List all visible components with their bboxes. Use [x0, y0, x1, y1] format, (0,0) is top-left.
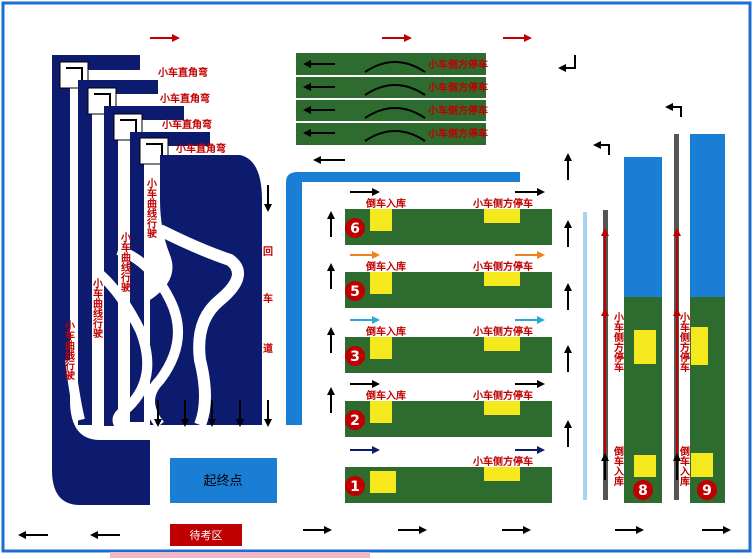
reverse-parking-marker [370, 209, 392, 231]
reverse-parking-marker [370, 337, 392, 359]
side-parking-label: 小车侧方停车 [472, 197, 533, 210]
curve-label-1: 小车曲线行驶 [63, 319, 76, 381]
side-parking-label: 小车侧方停车 [472, 260, 533, 273]
slot-number: 5 [350, 284, 360, 300]
right-angle-label-4: 小车直角弯 [175, 142, 226, 155]
start-end-box [170, 458, 277, 503]
parking-slot-3: 3 倒车入库 小车侧方停车 [345, 316, 552, 373]
bottom-arrows [18, 526, 731, 539]
return-lane-dao: 道 [263, 342, 273, 355]
side-parking-label: 小车侧方停车 [472, 325, 533, 338]
top-lane-label-2: 小车侧方停车 [427, 81, 488, 94]
top-lane-label-4: 小车侧方停车 [427, 127, 488, 140]
corner-arrow-right-2 [665, 103, 682, 117]
return-lane-che: 车 [263, 292, 273, 305]
parking-slot-5: 5 倒车入库 小车侧方停车 [345, 251, 552, 308]
lane-number-9: 9 [702, 483, 712, 499]
right-angle-label-1: 小车直角弯 [157, 66, 208, 79]
slot-number: 2 [350, 413, 360, 429]
right-angle-label-2: 小车直角弯 [159, 92, 210, 105]
return-lane-hui: 回 [263, 246, 273, 258]
side-parking-marker [484, 272, 520, 286]
slot-number: 1 [350, 479, 360, 495]
curve-label-2: 小车曲线行驶 [91, 277, 104, 339]
right-angle-label-3: 小车直角弯 [161, 118, 212, 131]
curve-label-4: 小车曲线行驶 [145, 177, 158, 239]
parking-slot-2: 2 倒车入库 小车侧方停车 [345, 380, 552, 437]
side-parking-marker [484, 401, 520, 415]
waiting-area-box [170, 524, 242, 546]
curve-label-3: 小车曲线行驶 [119, 231, 132, 293]
slot-number: 3 [350, 349, 360, 365]
reverse-parking-marker [370, 401, 392, 423]
side-parking-marker [484, 337, 520, 351]
down-arrows [154, 185, 272, 427]
reverse-parking-marker [370, 471, 396, 493]
lane8-reverse-parking-label: 倒车入库 [612, 445, 625, 487]
bottom-strip [110, 552, 370, 558]
corner-arrow-top [558, 55, 576, 72]
top-lane-label-3: 小车侧方停车 [427, 104, 488, 117]
reverse-parking-marker [370, 272, 392, 294]
reverse-parking-label: 倒车入库 [365, 260, 406, 273]
side-parking-marker [484, 209, 520, 223]
side-parking-label: 小车侧方停车 [472, 389, 533, 402]
waiting-area-label: 待考区 [190, 528, 223, 542]
parking-slots: 6倒车入库小车侧方停车5倒车入库小车侧方停车3倒车入库小车侧方停车2倒车入库小车… [345, 188, 552, 503]
lane9-reverse-parking-label: 倒车入库 [678, 445, 691, 487]
curve-driving-area [52, 55, 262, 505]
vertical-lane-8 [601, 157, 662, 503]
slot-number: 6 [350, 221, 360, 237]
side-parking-label: 小车侧方停车 [472, 455, 533, 468]
top-lane-label-1: 小车侧方停车 [427, 58, 488, 71]
lane9-side-parking-label: 小车侧方停车 [678, 311, 691, 373]
lane-number-8: 8 [638, 483, 648, 499]
reverse-parking-label: 倒车入库 [365, 389, 406, 402]
vertical-lane-9 [673, 134, 725, 503]
light-blue-line [583, 212, 587, 500]
reverse-parking-label: 倒车入库 [365, 325, 406, 338]
parking-slot-1: 1 小车侧方停车 [345, 446, 552, 503]
reverse-parking-label: 倒车入库 [365, 197, 406, 210]
lane8-side-parking-label: 小车侧方停车 [612, 311, 625, 373]
corner-arrow-right-1 [593, 141, 610, 155]
parking-slot-6: 6 倒车入库 小车侧方停车 [345, 188, 552, 245]
top-green-lanes [296, 53, 486, 145]
side-parking-marker [484, 467, 520, 481]
start-end-label: 起终点 [203, 473, 242, 489]
